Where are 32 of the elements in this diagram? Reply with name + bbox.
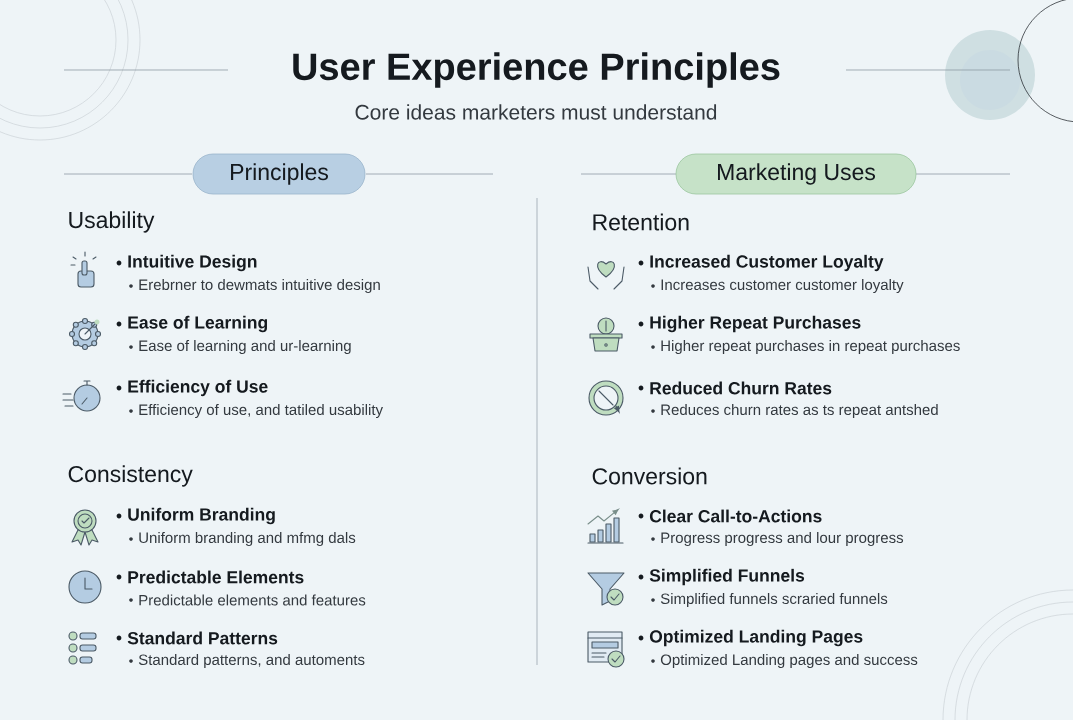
section-heading: Consistency [68, 465, 193, 487]
item-title: Standard Patterns [127, 631, 278, 645]
item-title: Clear Call-to-Actions [649, 509, 822, 523]
item-title: Efficiency of Use [128, 379, 268, 397]
item-title: Predictable Elements [128, 570, 304, 584]
item-description: Reduces churn rates as ts repeat antshed [661, 404, 938, 418]
item-description: Optimized Landing pages and success [660, 654, 918, 668]
item-description: Efficiency of use, and tatiled usability [139, 404, 383, 418]
section-heading: Conversion [592, 467, 707, 485]
item-description: Higher repeat purchases in repeat purchases [661, 340, 960, 354]
item-title: Increased Customer Loyalty [650, 254, 884, 272]
subtitle: Core ideas marketers must understand [355, 104, 717, 120]
item-title: Optimized Landing Pages [649, 629, 863, 647]
item-description: Progress progress and lour progress [661, 532, 904, 546]
header-pill: Marketing Uses [675, 153, 917, 195]
item-title: Uniform Branding [128, 507, 275, 525]
item-title: Simplified Funnels [649, 568, 805, 586]
item-description: Ease of learning and ur-learning [139, 340, 351, 354]
item-description: Uniform branding and mfmg dals [139, 532, 356, 546]
item-description: Increases customer customer loyalty [661, 279, 904, 293]
title: User Experience Principles [293, 52, 780, 88]
item-description: Standard patterns, and automents [138, 654, 365, 668]
section-heading: Retention [593, 213, 689, 231]
section-heading: Usability [69, 211, 155, 233]
item-title: Ease of Learning [128, 315, 268, 333]
item-description: Simplified funnels scraried funnels [660, 593, 888, 607]
item-title: Intuitive Design [128, 254, 257, 272]
item-title: Higher Repeat Purchases [650, 315, 861, 333]
item-description: Predictable elements and features [139, 594, 366, 606]
header-pill: Principles [192, 153, 366, 195]
item-title: Reduced Churn Rates [650, 381, 832, 395]
item-description: Erebrner to dewmats intuitive design [139, 279, 380, 293]
